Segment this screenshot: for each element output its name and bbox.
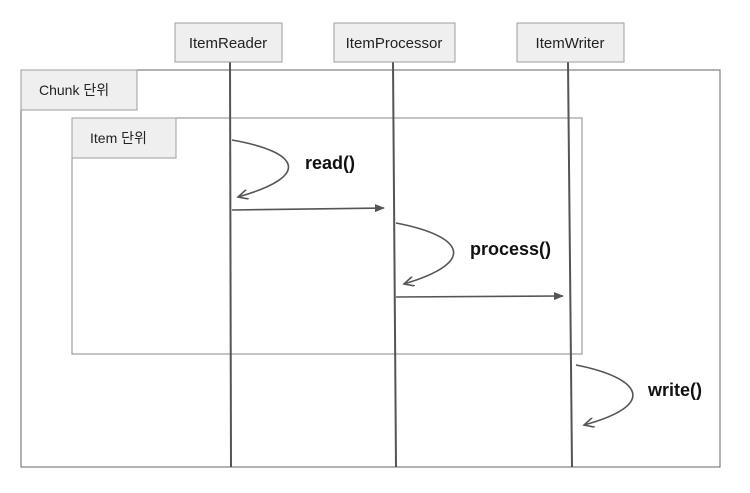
write-label: write() [647, 380, 702, 400]
reader-header: ItemReader [174, 22, 283, 63]
chunk-label-text: Chunk 단위 [39, 82, 109, 98]
processor-lifeline [392, 61, 397, 468]
processor-to-writer-arrow [395, 292, 564, 301]
process-label: process() [470, 239, 551, 259]
reader-to-processor-arrow [231, 204, 385, 213]
chunk-frame [20, 69, 721, 468]
item-label-text: Item 단위 [90, 130, 147, 146]
writer-header-label: ItemWriter [536, 35, 605, 52]
writer-header: ItemWriter [516, 22, 625, 63]
process-self-loop [395, 222, 455, 284]
processor-header-label: ItemProcessor [346, 35, 443, 52]
write-self-loop [575, 364, 634, 425]
item-frame-label: Item 단위 [71, 117, 177, 159]
processor-header: ItemProcessor [333, 22, 456, 63]
reader-header-label: ItemReader [189, 35, 267, 52]
read-label: read() [305, 153, 355, 173]
read-self-loop [231, 139, 290, 197]
item-frame [71, 117, 583, 355]
writer-lifeline [567, 61, 573, 468]
reader-lifeline [229, 61, 232, 468]
chunk-frame-label: Chunk 단위 [20, 69, 138, 111]
